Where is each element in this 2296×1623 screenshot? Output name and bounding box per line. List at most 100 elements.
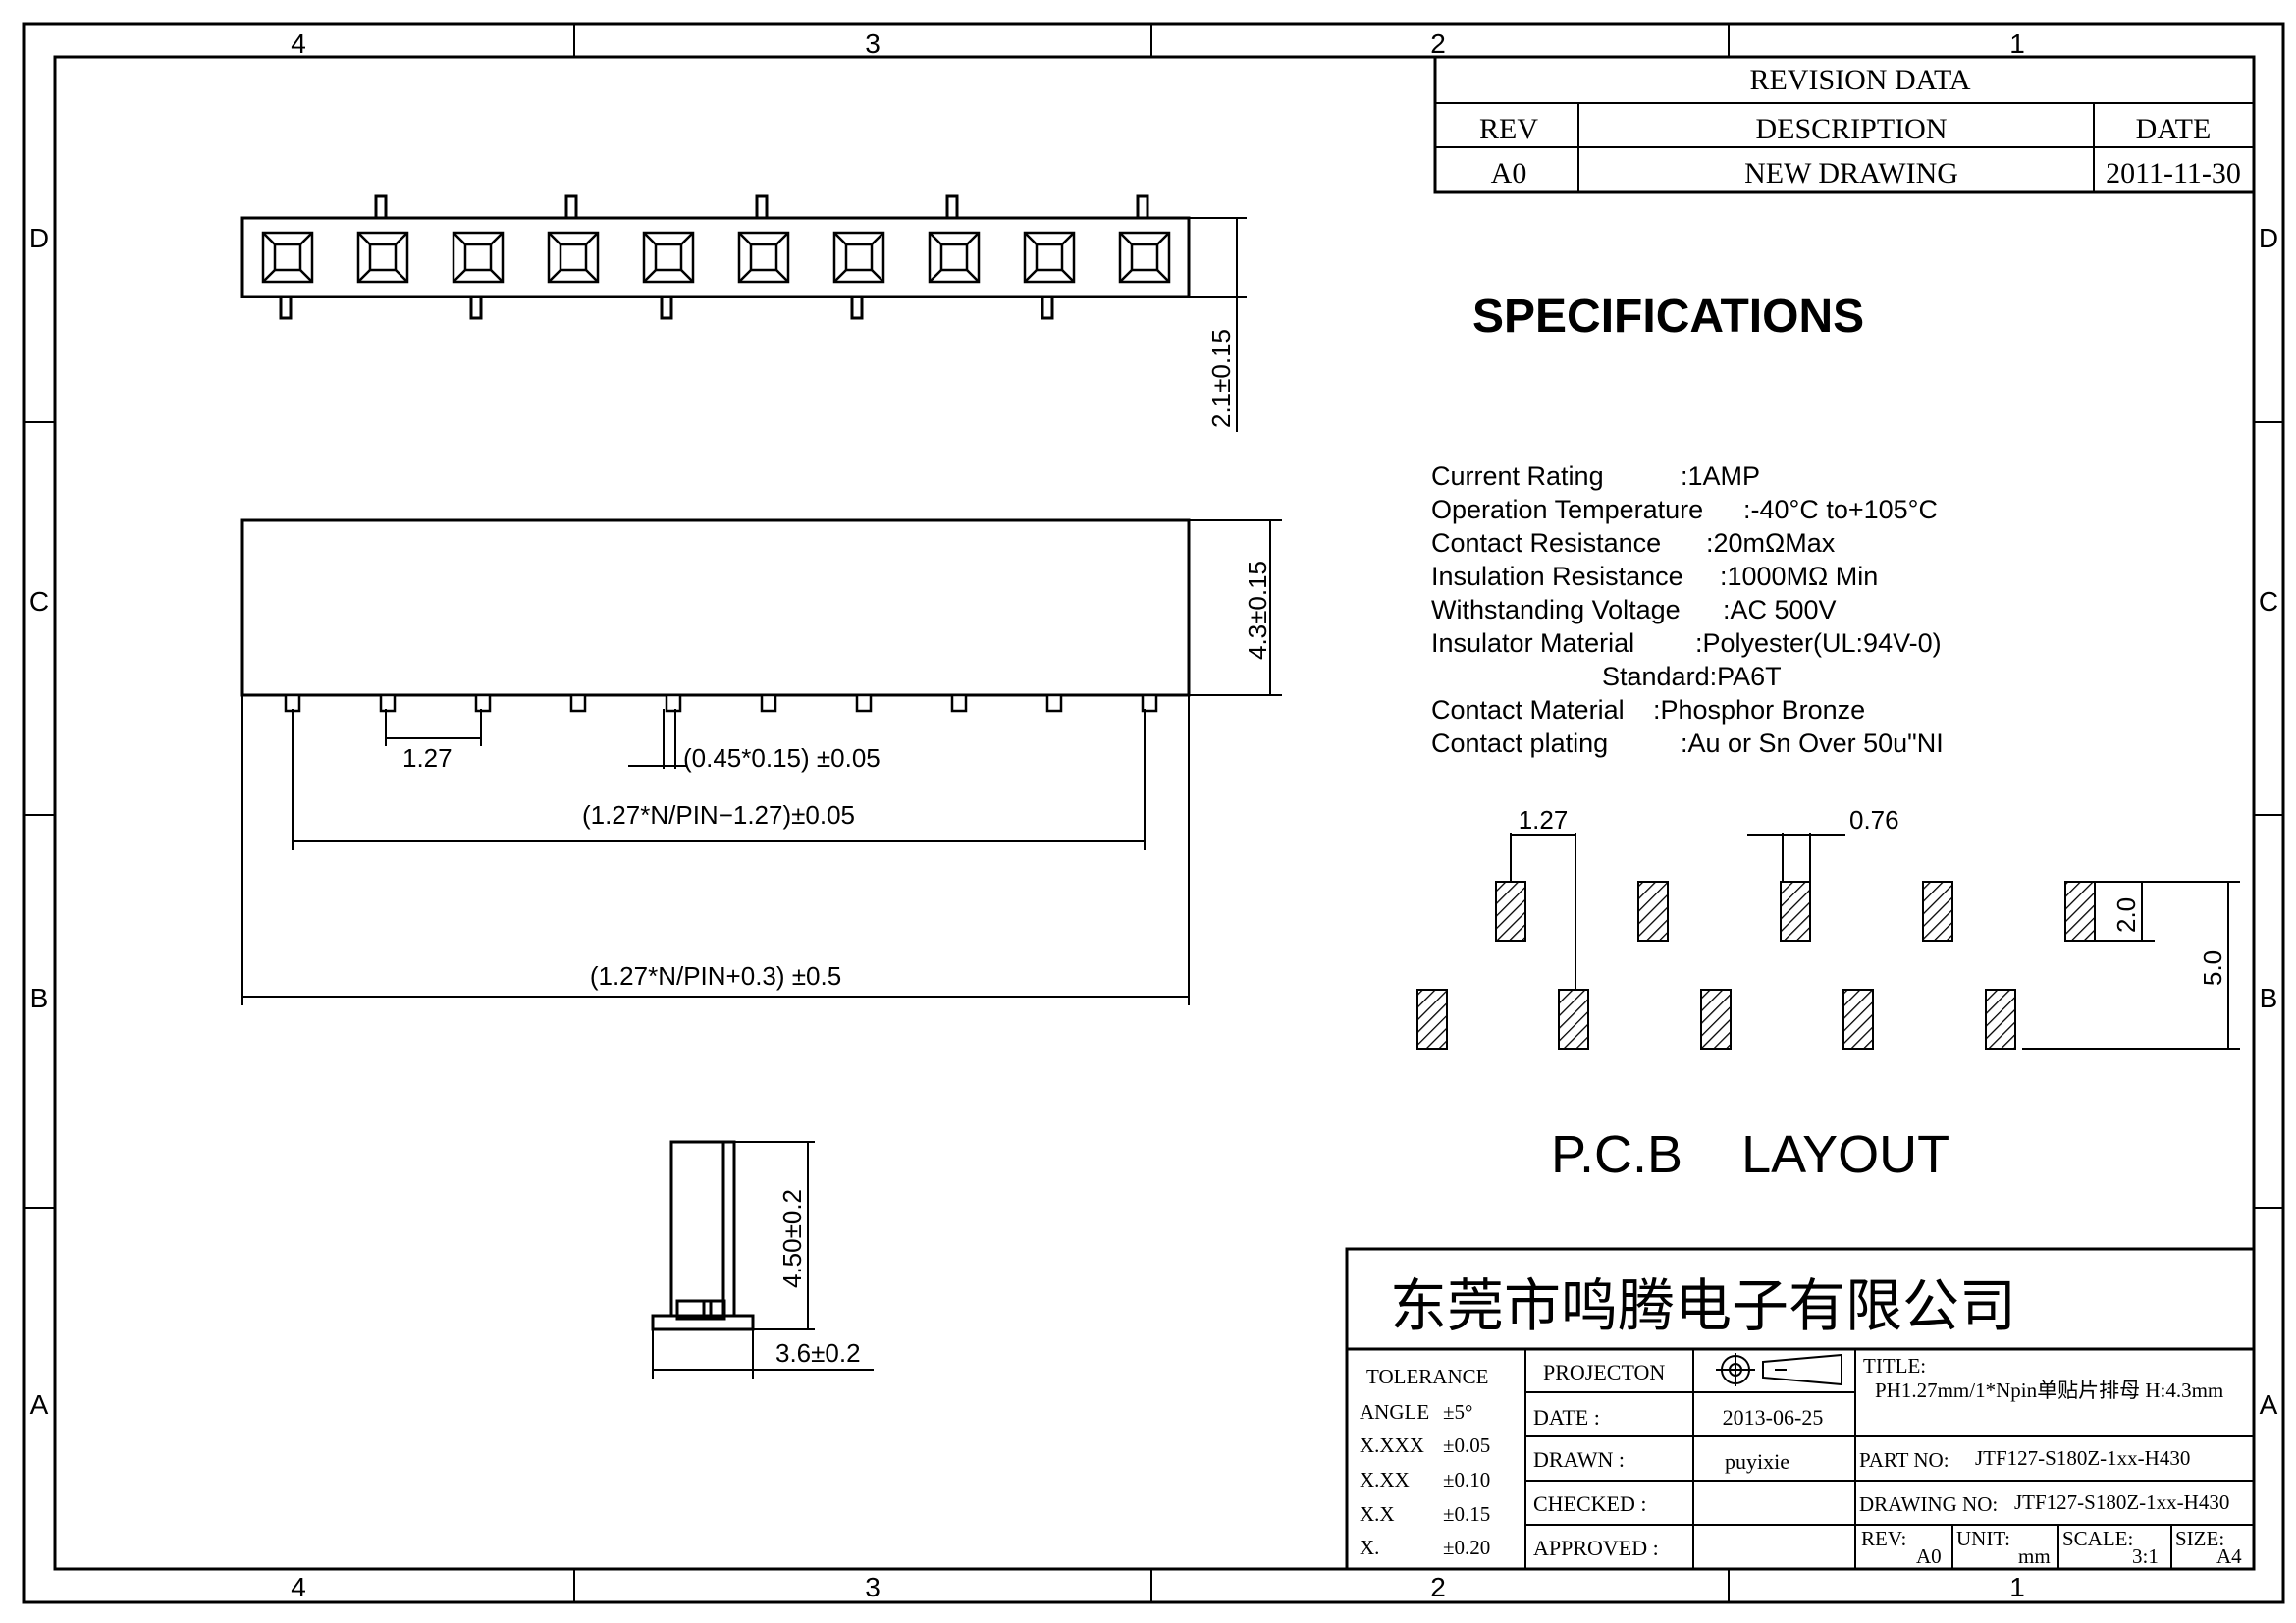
spec-value-9: :Au or Sn Over 50u"NI (1681, 729, 1944, 758)
dim-side-width: 3.6±0.2 (775, 1338, 861, 1368)
dim-pin-size: (0.45*0.15) ±0.05 (683, 743, 881, 773)
spec-value-8: :Phosphor Bronze (1653, 695, 1865, 725)
contact-cavity (737, 231, 790, 284)
pcb-pad (1558, 989, 1589, 1050)
zone-top-2: 2 (1430, 28, 1446, 59)
dim-pitch: 1.27 (402, 743, 453, 773)
tolerance-value-angle: ±5° (1443, 1400, 1472, 1424)
tolerance-label-xxxx: X.XXX (1360, 1434, 1424, 1457)
dim-side-height: 4.50±0.2 (777, 1189, 807, 1288)
scale-value: 3:1 (2132, 1544, 2159, 1568)
pcb-layout: 1.27 0.76 2.0 5.0 P.C.B LAYOUT (1416, 805, 2240, 1184)
rev-label: REV: (1861, 1527, 1906, 1550)
zone-top-1: 1 (2009, 28, 2025, 59)
row-right-B: B (2260, 983, 2278, 1013)
tolerance-title: TOLERANCE (1366, 1365, 1488, 1388)
row-left-D: D (29, 223, 49, 253)
front-pin (284, 693, 301, 713)
front-pin (379, 693, 397, 713)
size-label: SIZE: (2175, 1527, 2224, 1550)
pcb-pad (1985, 989, 2016, 1050)
drawn-label: DRAWN : (1533, 1447, 1625, 1472)
spec-label-2: Operation Temperature (1431, 495, 1703, 524)
pcb-pad (2064, 881, 2096, 942)
front-pin (1141, 693, 1158, 713)
revision-header-description: DESCRIPTION (1755, 113, 1947, 145)
revision-title: REVISION DATA (1749, 64, 1970, 96)
contact-cavity (1118, 231, 1171, 284)
scale-label: SCALE: (2062, 1527, 2133, 1550)
contact-cavity (547, 231, 600, 284)
revision-description-value: NEW DRAWING (1744, 157, 1958, 189)
part-no-value: JTF127-S180Z-1xx-H430 (1975, 1446, 2190, 1470)
tolerance-value-xx: ±0.15 (1443, 1502, 1490, 1526)
contact-cavity (356, 231, 409, 284)
tolerance-value-x: ±0.20 (1443, 1536, 1490, 1559)
front-pin (665, 693, 682, 713)
spec-value-5: :AC 500V (1723, 595, 1837, 624)
zone-top-4: 4 (291, 28, 306, 59)
tolerance-label-xx: X.X (1360, 1502, 1395, 1526)
spec-label-5: Withstanding Voltage (1431, 595, 1681, 624)
rev-value: A0 (1916, 1544, 1942, 1568)
spec-label-8: Contact Material (1431, 695, 1625, 725)
contact-cavity (261, 231, 314, 284)
spec-label-9: Contact plating (1431, 729, 1608, 758)
size-value: A4 (2216, 1544, 2242, 1568)
front-pin (569, 693, 587, 713)
contact-cavity (642, 231, 695, 284)
tolerance-label-angle: ANGLE (1360, 1400, 1429, 1424)
projection-label: PROJECTON (1543, 1360, 1665, 1384)
tolerance-value-xxxx: ±0.05 (1443, 1434, 1490, 1457)
pcb-dim-pitch: 1.27 (1519, 805, 1569, 835)
pcb-dim-pad-width: 0.76 (1849, 805, 1899, 835)
pcb-pad (1842, 989, 1874, 1050)
pcb-layout-title: P.C.B LAYOUT (1551, 1125, 1949, 1184)
tolerance-label-x: X. (1360, 1536, 1379, 1559)
row-left-B: B (30, 983, 49, 1013)
spec-value-7: Standard:PA6T (1602, 662, 1782, 691)
zone-top-3: 3 (865, 28, 881, 59)
pcb-dim-row-span: 5.0 (2198, 950, 2227, 986)
dim-pin-span: (1.27*N/PIN−1.27)±0.05 (582, 800, 855, 830)
zone-bottom-3: 3 (865, 1572, 881, 1602)
spec-label-6: Insulator Material (1431, 628, 1634, 658)
drawing-frame: 4 3 2 1 4 3 2 1 D C B A D C B A (22, 22, 2285, 1604)
drawing-no-label: DRAWING NO: (1859, 1492, 1998, 1516)
contact-cavity (452, 231, 505, 284)
zone-bottom-1: 1 (2009, 1572, 2025, 1602)
drawing-no-value: JTF127-S180Z-1xx-H430 (2014, 1490, 2229, 1514)
row-right-C: C (2259, 586, 2278, 617)
revision-header-rev: REV (1479, 113, 1538, 145)
spec-value-1: :1AMP (1681, 461, 1760, 491)
zone-bottom-2: 2 (1430, 1572, 1446, 1602)
date-value: 2013-06-25 (1723, 1405, 1824, 1430)
top-view-cavities (261, 231, 1171, 284)
front-pin (474, 693, 492, 713)
side-view: 4.50±0.2 3.6±0.2 (651, 1140, 874, 1379)
company-name: 东莞市鸣腾电子有限公司 (1390, 1274, 2016, 1338)
checked-label: CHECKED : (1533, 1491, 1647, 1516)
top-view: 2.1±0.15 (240, 194, 1247, 432)
contact-cavity (928, 231, 981, 284)
pcb-pad (1922, 881, 1953, 942)
part-no-label: PART NO: (1859, 1448, 1949, 1472)
pcb-pad (1637, 881, 1669, 942)
contact-cavity (1023, 231, 1076, 284)
unit-label: UNIT: (1956, 1527, 2010, 1550)
pcb-pad (1495, 881, 1526, 942)
pcb-pad (1416, 989, 1448, 1050)
spec-value-3: :20mΩMax (1706, 528, 1836, 558)
spec-value-6: :Polyester(UL:94V-0) (1695, 628, 1942, 658)
specifications: SPECIFICATIONS Current Rating :1AMP Oper… (1431, 291, 1944, 758)
spec-value-2: :-40°C to+105°C (1743, 495, 1938, 524)
front-pin (1045, 693, 1063, 713)
revision-header-date: DATE (2136, 113, 2212, 145)
front-view: 4.3±0.15 1.27 (0.45*0.15) ±0.05 (1.27*N/… (240, 518, 1282, 1005)
specs-title: SPECIFICATIONS (1472, 291, 1864, 343)
title-value: PH1.27mm/1*Npin单贴片排母 H:4.3mm (1875, 1379, 2223, 1402)
front-view-pins (284, 693, 1158, 713)
front-pin (950, 693, 968, 713)
spec-label-3: Contact Resistance (1431, 528, 1661, 558)
